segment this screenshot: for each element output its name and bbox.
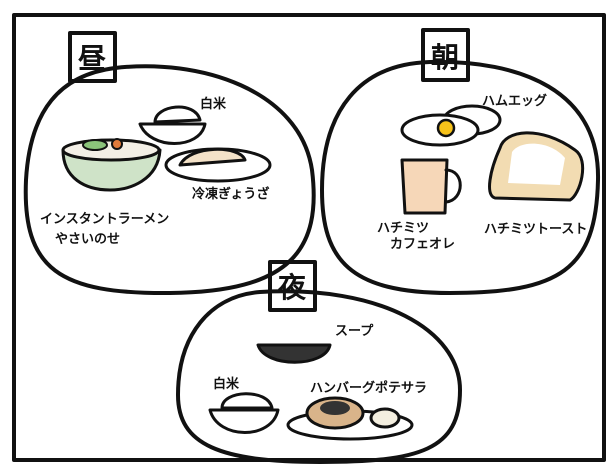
lunch-gyoza-label: 冷凍ぎょうざ	[192, 186, 269, 202]
vegetable-icon	[82, 139, 108, 151]
dinner-bubble	[176, 289, 462, 464]
lunch-rice-label: 白米	[200, 96, 227, 112]
potato-salad-icon	[369, 407, 401, 429]
gyoza-icon	[178, 147, 247, 167]
dinner-title-box	[268, 260, 317, 312]
toast-honey-icon	[508, 143, 565, 185]
dinner-rice-bowl-icon	[208, 408, 280, 434]
lunch-ramen-sub-label: やさいのせ	[55, 232, 120, 247]
lunch-section: 昼 白米 冷凍ぎょうざ インスタントラーメン やさいのせ	[23, 31, 316, 296]
breakfast-title-box	[421, 28, 470, 82]
dinner-rice-label: 白米	[213, 376, 240, 392]
dinner-title: 夜	[277, 271, 307, 304]
breakfast-section: 朝 ハムエッグ ハチミツ カフェオレ ハチミツトースト	[320, 28, 601, 295]
yolk-icon	[436, 118, 456, 138]
lunch-title: 昼	[78, 42, 106, 75]
lunch-bubble	[23, 64, 316, 296]
soup-bowl-icon	[256, 343, 332, 364]
cafe-au-lait-label: ハチミツ	[377, 221, 429, 236]
dinner-rice-icon	[220, 392, 274, 410]
cafe-au-lait-sub-label: カフェオレ	[390, 237, 455, 252]
lunch-ramen-label: インスタントラーメン	[40, 212, 169, 227]
breakfast-bubble	[320, 59, 601, 295]
soup-label: スープ	[335, 324, 374, 339]
sauce-icon	[320, 401, 350, 415]
mug-icon	[400, 158, 449, 215]
breakfast-title: 朝	[431, 41, 459, 74]
ramen-noodles-icon	[61, 138, 161, 162]
ham-egg-label: ハムエッグ	[482, 93, 547, 109]
dinner-section: 夜 スープ 白米 ハンバーグポテサラ	[176, 260, 462, 464]
rice-bowl-icon	[138, 122, 207, 145]
hamburg-potato-salad-label: ハンバーグポテサラ	[310, 380, 427, 396]
lunch-title-box	[68, 31, 117, 83]
mug-handle-icon	[444, 168, 462, 204]
rice-icon	[153, 105, 202, 124]
carrot-icon	[111, 138, 123, 150]
honey-toast-label: ハチミツトースト	[484, 222, 587, 237]
